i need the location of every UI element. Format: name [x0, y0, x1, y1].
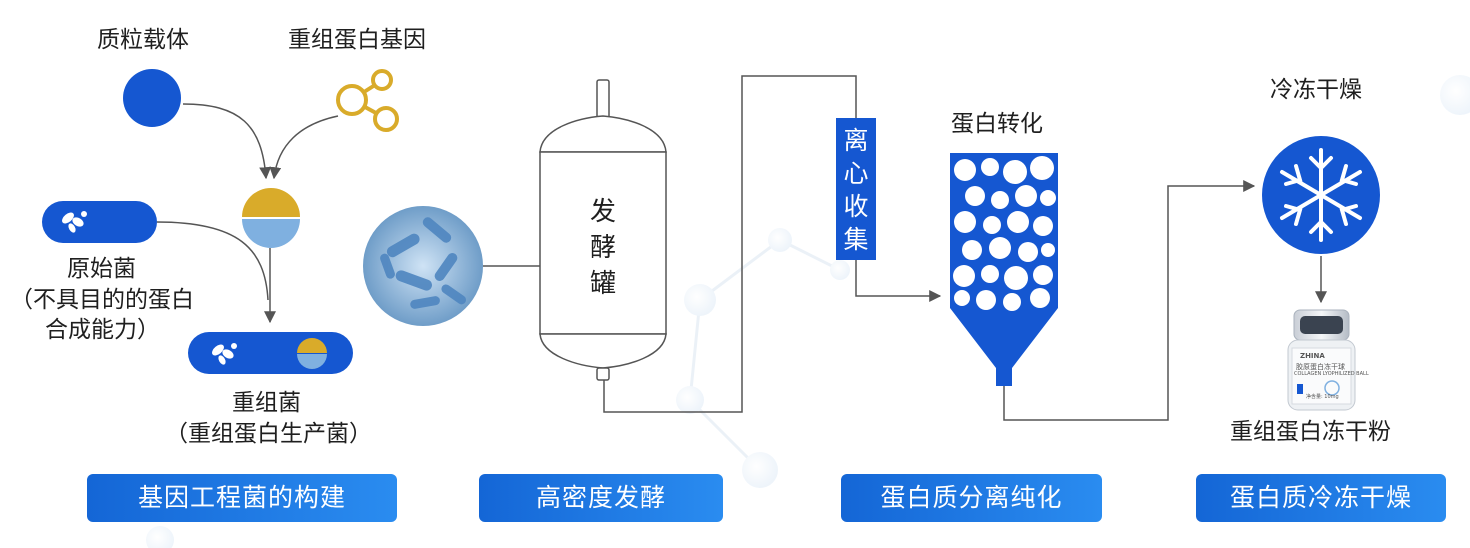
plasmid-icon	[123, 69, 181, 127]
freeze-dry-label: 冷冻干燥	[1270, 77, 1362, 103]
arrow-plasmid-to-cell	[182, 103, 272, 180]
snowflake-icon	[1262, 136, 1380, 254]
original-bacteria-pill	[42, 201, 157, 243]
background-molecules	[146, 75, 1470, 548]
recombinant-label: 重组菌	[232, 390, 301, 416]
vial-product-text: 胶原蛋白冻干球	[1296, 363, 1345, 371]
arrow-original-to-recombinant	[156, 221, 269, 301]
stage-freeze-drying: 蛋白质冷冻干燥	[1196, 474, 1446, 522]
vial-english-text: COLLAGEN LYOPHILIZED BALL	[1294, 371, 1369, 377]
vial-brand-text: ZHINA	[1300, 352, 1325, 360]
fused-cell-icon	[242, 188, 300, 248]
stage-protein-purification: 蛋白质分离纯化	[841, 474, 1102, 522]
vial-net-content-text: 净含量: 10mg	[1306, 394, 1339, 400]
protein-conversion-funnel	[950, 153, 1058, 386]
product-label: 重组蛋白冻干粉	[1230, 419, 1391, 445]
original-bacteria-label: 原始菌	[67, 256, 136, 282]
recombinant-note: （重组蛋白生产菌）	[165, 421, 372, 447]
pipe-fermenter-to-centrifuge	[603, 75, 857, 413]
product-vial-image	[1287, 309, 1356, 411]
original-bacteria-note-2: 合成能力）	[45, 317, 160, 343]
stage-high-density-fermentation: 高密度发酵	[479, 474, 723, 522]
recombinant-bacteria-pill	[188, 332, 353, 374]
pipe-funnel-to-freeze	[1003, 180, 1256, 421]
plasmid-label: 质粒载体	[97, 27, 189, 53]
centrifuge-label: 离心收集	[843, 126, 869, 254]
fermenter-label: 发酵罐	[589, 197, 616, 299]
conversion-label: 蛋白转化	[951, 111, 1043, 137]
arrow-gene-to-cell	[269, 115, 339, 180]
stage-gene-engineering: 基因工程菌的构建	[87, 474, 397, 522]
centrifuge-column	[836, 118, 876, 260]
original-bacteria-note-1: （不具目的的蛋白	[10, 287, 194, 313]
gene-label: 重组蛋白基因	[288, 27, 426, 53]
fermenter-tank	[539, 79, 667, 381]
gene-icon	[336, 69, 399, 132]
arrow-centrifuge-to-funnel	[855, 260, 942, 302]
microscope-bacteria-image	[363, 206, 483, 326]
